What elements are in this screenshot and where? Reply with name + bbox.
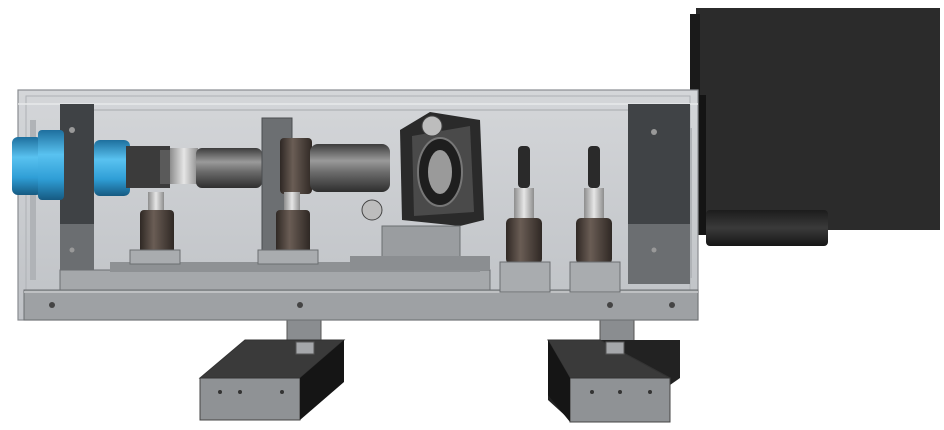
camera-sensor (12, 130, 198, 200)
base-plate (23, 262, 699, 321)
end-wall-left (60, 104, 94, 284)
light-source-box (690, 8, 940, 246)
post-holder-1 (129, 192, 181, 265)
end-wall-right (628, 104, 690, 284)
post-holder-3 (499, 146, 551, 293)
support-foot-left (198, 317, 346, 421)
kinematic-mirror-mount (350, 112, 490, 270)
post-holder-2 (257, 192, 319, 265)
support-foot-right (547, 317, 680, 423)
post-holder-4 (569, 146, 621, 293)
